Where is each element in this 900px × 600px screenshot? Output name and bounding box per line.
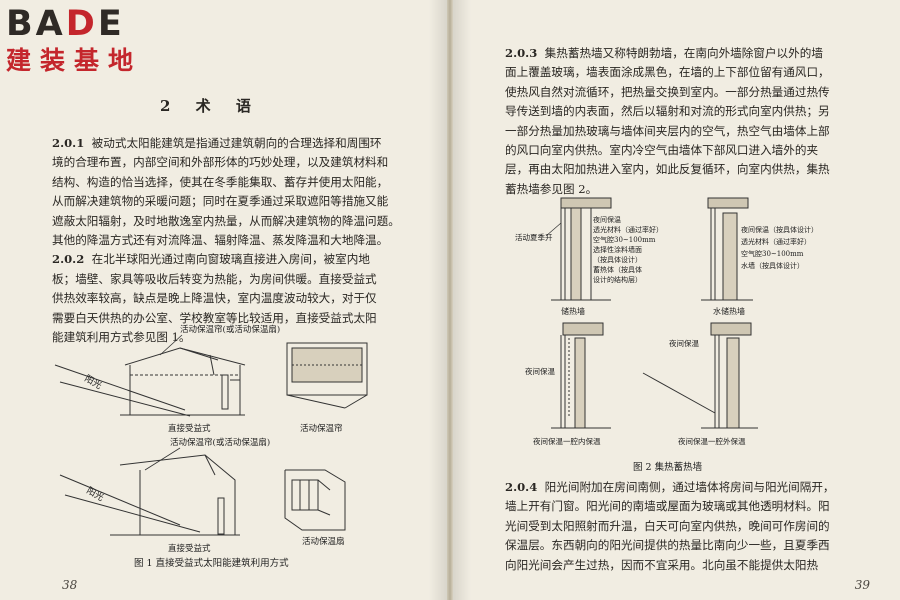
direct-gain-diagram-a <box>54 347 246 417</box>
paragraph-line: 遮蔽太阳辐射，及时地散逸室内热量，从而解决建筑物的降温问题。 <box>52 213 400 228</box>
fig2-water-wall: 水储热墙 <box>713 306 745 316</box>
fig1-label-mid: 活动保温帘(或活动保温扇) <box>170 437 270 448</box>
right-page: 2.0.3 集热蓄热墙又称特朗勃墙，在南向外墙除窗户以外的墙 面上覆盖玻璃，墙表… <box>453 0 900 600</box>
logo-chinese: 建装基地 <box>6 46 143 75</box>
left-text-block: 2.0.1 被动式太阳能建筑是指通过建筑朝向的合理选择和周围环 境的合理布置，内… <box>52 134 427 347</box>
fig2-right-labels: 夜间保温（按具体设计） 透光材料（通过率好） 空气腔30~100mm 水墙（按具… <box>741 225 818 270</box>
paragraph-line: 使热风自然对流循环，把热量交换到室内。一部分热量通过热传 <box>505 84 830 99</box>
storage-wall-diagram <box>551 197 612 301</box>
paragraph-line: 从而解决建筑物的采暖问题；同时在夏季通过采取遮阳等措施又能 <box>52 194 389 209</box>
svg-text:空气腔30~100mm: 空气腔30~100mm <box>741 249 804 258</box>
fig2-night-ins2: 夜间保温 <box>669 338 699 348</box>
paragraph-line: 的风口向室内供热。室内冷空气由墙体下部风口进入墙外的夹 <box>505 143 819 158</box>
fig2-caption: 图 2 集热蓄热墙 <box>633 461 703 473</box>
fig1-caption-c: 直接受益式 <box>168 543 211 554</box>
fig1-caption-a: 直接受益式 <box>168 423 211 434</box>
fig2-summer-vent: 活动夏季开 <box>515 232 553 242</box>
fig2-night-ins: 夜间保温 <box>525 366 555 376</box>
insulating-curtain-diagram <box>286 342 368 409</box>
paragraph: 2.0.4 阳光间附加在房间南侧，通过墙体将房间与阳光间隔开， <box>505 480 835 494</box>
paragraph-line: 层，再由太阳加热进入室内，如此反复循环，向室内供热，集热 <box>505 162 830 177</box>
fig1-sun-b: 阳光 <box>85 484 107 503</box>
fig2-bottom-left: 夜间保温一腔内保温 <box>533 436 601 446</box>
insulating-fan-diagram <box>284 469 346 531</box>
paragraph-line: 蓄热墙参见图 2。 <box>505 181 598 196</box>
paragraph-line: 墙上开有门窗。阳光间的南墙或屋面为玻璃或其他透明材料。阳 <box>505 499 830 514</box>
figure-2: 活动夏季开 夜间保温 透光材料（通过率好） 空气腔30~100mm 选择性涂料墙… <box>515 197 818 473</box>
svg-text:水墙（按具体设计）: 水墙（按具体设计） <box>741 261 804 270</box>
fig1-caption-d: 活动保温扇 <box>302 536 345 547</box>
outer-insulation-diagram <box>642 322 758 429</box>
fig2-storage-wall: 储热墙 <box>561 306 585 316</box>
brand-logo: BADE 建装基地 <box>6 4 176 76</box>
paragraph-line: 导传送到墙的内表面，然后以辐射和对流的形式向室内供热；另 <box>505 104 830 119</box>
svg-text:蓄热体（按具体: 蓄热体（按具体 <box>593 265 642 274</box>
right-text-top: 2.0.3 集热蓄热墙又称特朗勃墙，在南向外墙除窗户以外的墙 面上覆盖玻璃，墙表… <box>505 44 880 199</box>
paragraph-line: 光间受到太阳照射而升温，白天可向室内供热，晚间可作房间的 <box>505 518 830 533</box>
svg-text:（按具体设计）: （按具体设计） <box>593 255 642 264</box>
svg-text:夜间保温: 夜间保温 <box>593 215 621 224</box>
direct-gain-diagram-b <box>59 454 240 536</box>
paragraph: 2.0.2 在北半球阳光通过南向窗玻璃直接进入房间，被室内地 <box>52 252 370 267</box>
svg-text:夜间保温（按具体设计）: 夜间保温（按具体设计） <box>741 225 818 234</box>
book-gutter <box>447 0 453 600</box>
logo-latin: BADE <box>6 4 125 44</box>
right-text-bottom: 2.0.4 阳光间附加在房间南侧，通过墙体将房间与阳光间隔开， 墙上开有门窗。阳… <box>505 478 880 575</box>
paragraph-line: 面上覆盖玻璃，墙表面涂成黑色，在墙的上下部位留有通风口， <box>505 65 830 80</box>
paragraph-line: 其他的降温方式还有对流降温、辐射降温、蒸发降温和大地降温。 <box>52 233 389 248</box>
water-wall-diagram <box>701 197 753 301</box>
fig1-label-top: 活动保温帘(或活动保温扇) <box>180 324 280 335</box>
svg-text:设计的结构层）: 设计的结构层） <box>593 275 642 284</box>
fig2-bottom-right: 夜间保温一腔外保温 <box>678 436 746 446</box>
inner-insulation-diagram <box>551 322 611 429</box>
page-number-right: 39 <box>854 578 870 592</box>
paragraph-line: 能建筑利用方式参见图 1。 <box>52 330 191 345</box>
paragraph-line: 供热效率较高，缺点是晚上降温快，室内温度波动较大，对于仅 <box>52 291 377 306</box>
svg-text:透光材料（通过率好）: 透光材料（通过率好） <box>593 225 663 234</box>
chapter-title: 2 术 语 <box>160 97 261 115</box>
paragraph-line: 一部分热量加热玻璃与墙体间夹层内的空气，热空气由墙体上部 <box>505 123 830 138</box>
left-page: BADE 建装基地 2 术 语 2.0.1 被动式太阳能建筑是指通过建筑朝向的合… <box>0 0 447 600</box>
paragraph: 2.0.1 被动式太阳能建筑是指通过建筑朝向的合理选择和周围环 <box>52 136 382 150</box>
paragraph-line: 境的合理布置，内部空间和外部形体的巧妙处理，以及建筑材料和 <box>52 155 389 170</box>
paragraph-line: 向阳光间会产生过热，因而不宜采用。北向虽不能提供太阳热 <box>505 557 819 572</box>
svg-text:选择性涂料墙面: 选择性涂料墙面 <box>593 245 642 254</box>
paragraph-line: 保温层。东西朝向的阳光间提供的热量比南向少一些，且夏季西 <box>505 538 830 553</box>
figure-1: 活动保温帘(或活动保温扇) 阳光 直接受益式 活动保温帘 活动保温帘(或活动保温… <box>54 324 368 569</box>
paragraph-line: 板；墙壁、家具等吸收后转变为热能，为房间供暖。直接受益式 <box>52 271 377 286</box>
svg-text:透光材料（通过率好）: 透光材料（通过率好） <box>741 237 811 246</box>
fig1-caption: 图 1 直接受益式太阳能建筑利用方式 <box>134 557 289 569</box>
paragraph: 2.0.3 集热蓄热墙又称特朗勃墙，在南向外墙除窗户以外的墙 <box>505 46 823 60</box>
paragraph-line: 需要白天供热的办公室、学校教室等比较适用，直接受益式太阳 <box>52 310 377 325</box>
page-number-left: 38 <box>62 578 78 592</box>
fig1-caption-b: 活动保温帘 <box>300 423 343 434</box>
paragraph-line: 结构、构造的恰当选择，使其在冬季能集取、蓄存并使用太阳能， <box>52 174 389 189</box>
svg-text:空气腔30~100mm: 空气腔30~100mm <box>593 235 656 244</box>
fig2-left-labels: 夜间保温 透光材料（通过率好） 空气腔30~100mm 选择性涂料墙面 （按具体… <box>593 215 663 284</box>
